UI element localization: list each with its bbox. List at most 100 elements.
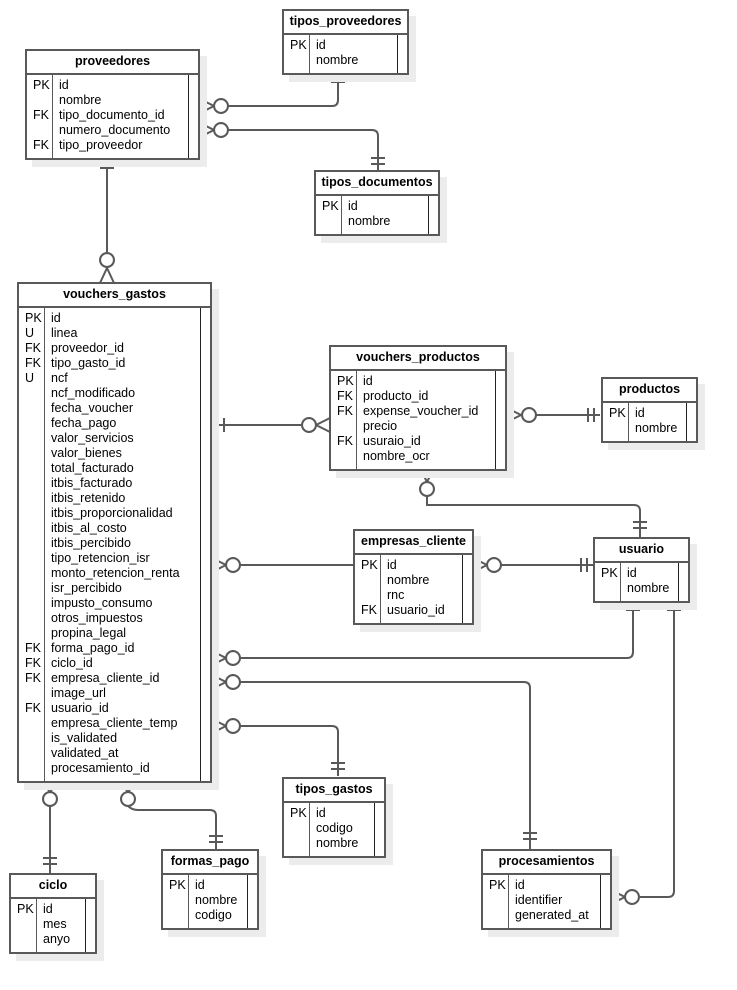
attribute-name: fecha_pago: [51, 416, 117, 430]
relationship-proveedores-tipos-proveedores: [228, 72, 339, 107]
attribute-key: [361, 588, 380, 603]
attribute-key: [25, 596, 44, 611]
entity-right-gutter: [201, 308, 210, 781]
attribute-key: PK: [322, 199, 339, 213]
attribute-name: image_url: [51, 686, 106, 700]
attribute-name: total_facturado: [51, 461, 134, 475]
attribute-key: [25, 491, 44, 506]
key-column: PK: [163, 875, 189, 928]
attribute-name: id: [59, 78, 69, 92]
attribute-key: PK: [601, 566, 618, 580]
attribute-name: empresa_cliente_temp: [51, 716, 178, 730]
attribute-key: [17, 932, 36, 947]
attribute-name: nombre: [195, 893, 238, 907]
relationship-vouchers-gastos-procesamientos: [240, 681, 531, 849]
attribute-key: [489, 893, 508, 908]
attribute-key: [169, 908, 188, 923]
attribute-name: id: [635, 406, 645, 420]
attribute-key: PK: [290, 806, 307, 820]
entity-title: tipos_gastos: [284, 779, 384, 803]
attribute-name: mes: [43, 917, 67, 931]
attribute-key: [25, 686, 44, 701]
attribute-name: nombre: [635, 421, 678, 435]
attribute-key: [337, 419, 356, 434]
attribute-name: id: [363, 374, 373, 388]
attribute-key: PK: [361, 558, 378, 572]
attribute-key: FK: [25, 671, 41, 685]
entity-right-gutter: [429, 196, 438, 234]
entity-title: empresas_cliente: [355, 531, 472, 555]
relationship-vouchers-gastos-formas-pago: [127, 805, 217, 849]
entity-title: vouchers_productos: [331, 347, 505, 371]
attribute-name: anyo: [43, 932, 71, 946]
attribute-key: FK: [25, 701, 41, 715]
attribute-key: FK: [361, 603, 377, 617]
attribute-key: [290, 53, 309, 68]
attribute-name: proveedor_id: [51, 341, 124, 355]
attribute-key: [25, 521, 44, 536]
attribute-name: numero_documento: [59, 123, 171, 137]
attribute-key: [601, 581, 620, 596]
attribute-name: itbis_percibido: [51, 536, 131, 550]
attribute-name: valor_bienes: [51, 446, 122, 460]
attribute-key: [33, 93, 52, 108]
attribute-key: FK: [25, 656, 41, 670]
attribute-key: PK: [17, 902, 34, 916]
attribute-name: codigo: [316, 821, 353, 835]
attribute-name: id: [51, 311, 61, 325]
attribute-name: precio: [363, 419, 398, 433]
attribute-key: [25, 611, 44, 626]
attribute-key: [337, 449, 356, 464]
attribute-name: tipo_proveedor: [59, 138, 143, 152]
attribute-name: identifier: [515, 893, 563, 907]
attribute-key: FK: [25, 341, 41, 355]
relationship-vouchers-gastos-tipos-gastos: [240, 725, 339, 776]
attribute-key: U: [25, 326, 35, 340]
attribute-key: PK: [290, 38, 307, 52]
entity-title: vouchers_gastos: [19, 284, 210, 308]
entity-title: formas_pago: [163, 851, 257, 875]
entity-right-gutter: [375, 803, 384, 856]
attribute-key: PK: [25, 311, 42, 325]
attribute-name: generated_at: [515, 908, 589, 922]
attribute-key: FK: [33, 108, 49, 122]
attribute-name: itbis_al_costo: [51, 521, 127, 535]
key-column: PK: [11, 899, 37, 952]
attribute-name: id: [627, 566, 637, 580]
attribute-name: ciclo_id: [51, 656, 93, 670]
attribute-name: nombre: [316, 836, 359, 850]
attribute-key: [25, 626, 44, 641]
entity-title: usuario: [595, 539, 688, 563]
attribute-key: [25, 731, 44, 746]
attribute-key: FK: [337, 434, 353, 448]
attribute-key: FK: [337, 389, 353, 403]
attribute-name: id: [43, 902, 53, 916]
